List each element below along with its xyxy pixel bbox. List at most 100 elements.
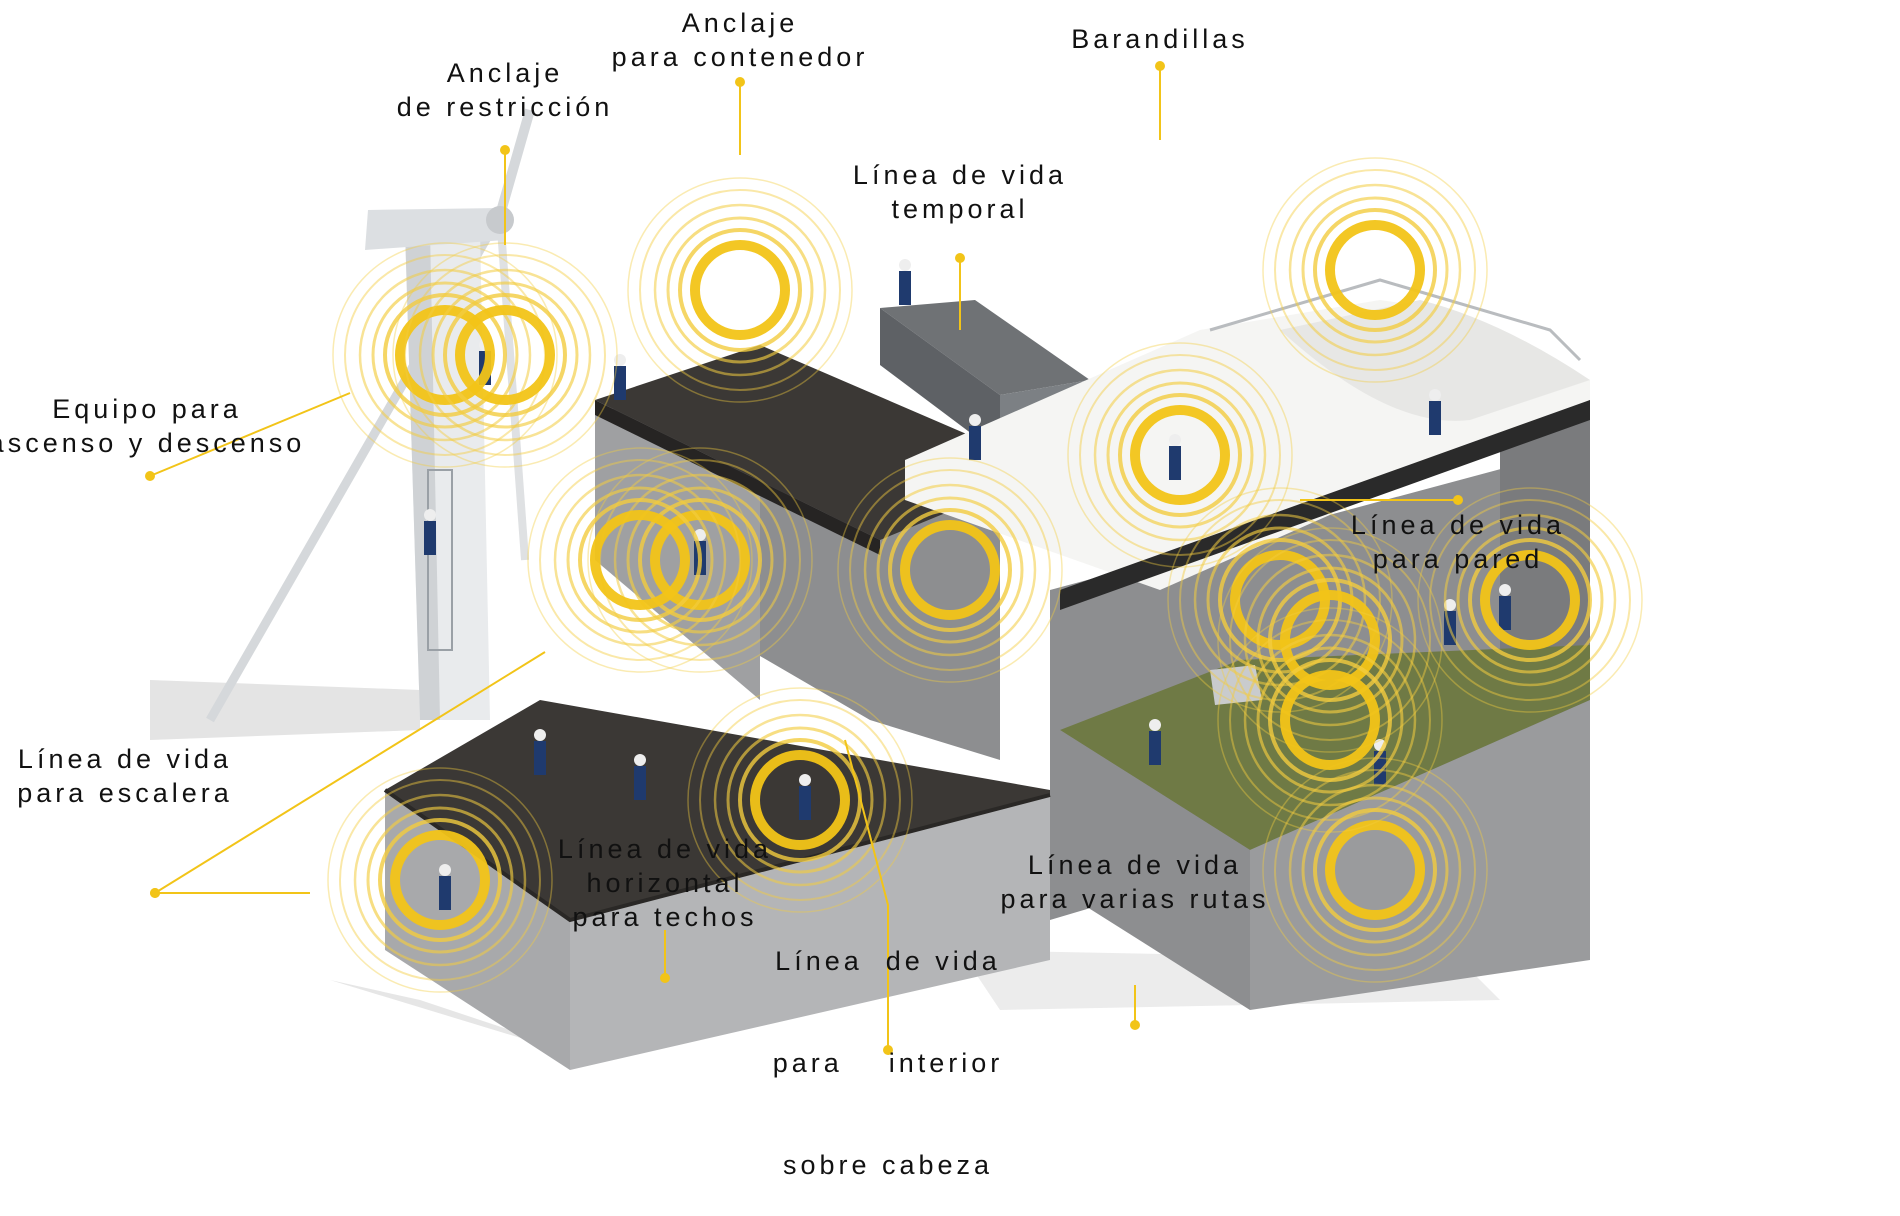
highlight-ring xyxy=(627,177,853,403)
leader-line xyxy=(844,739,889,1050)
highlight-ring xyxy=(1256,646,1404,794)
highlight-ring xyxy=(1079,354,1281,556)
highlight-ring xyxy=(358,268,532,442)
highlight-ring xyxy=(395,305,495,405)
highlight-ring xyxy=(1217,607,1443,833)
leader-dot xyxy=(145,471,155,481)
highlight-ring xyxy=(1456,526,1604,674)
highlight-ring xyxy=(837,457,1063,683)
highlight-ring xyxy=(1229,619,1431,821)
leader-line xyxy=(149,392,351,477)
highlight-ring xyxy=(1179,499,1381,701)
highlight-ring xyxy=(404,254,606,456)
highlight-ring xyxy=(750,750,850,850)
highlight-ring xyxy=(378,818,502,942)
highlight-ring xyxy=(1217,527,1443,753)
highlight-ring xyxy=(418,268,592,442)
highlight-ring xyxy=(626,486,774,634)
highlight-ring xyxy=(699,699,901,901)
highlight-ring xyxy=(613,473,787,647)
highlight-ring xyxy=(1268,578,1392,702)
highlight-ring xyxy=(1106,381,1254,529)
highlight-ring xyxy=(1468,538,1592,662)
label-linea-temporal: Línea de vida temporal xyxy=(852,160,1068,224)
highlight-ring xyxy=(443,293,567,417)
wind-turbine xyxy=(206,108,535,723)
highlight-ring xyxy=(1301,196,1449,344)
highlight-ring xyxy=(1229,539,1431,741)
label-barandillas: Barandillas xyxy=(1071,24,1249,54)
highlight-ring xyxy=(653,203,827,377)
highlight-ring xyxy=(590,510,690,610)
leader-dot xyxy=(660,973,670,983)
highlight-ring xyxy=(1325,220,1425,320)
highlight-ring xyxy=(1274,169,1476,371)
highlight-ring xyxy=(1243,553,1417,727)
highlight-ring xyxy=(1313,808,1437,932)
leader-lines xyxy=(145,61,1463,1055)
highlight-ring xyxy=(1288,783,1462,957)
highlight-ring xyxy=(339,779,541,981)
highlight-ring xyxy=(1288,183,1462,357)
leader-dot xyxy=(1130,1020,1140,1030)
highlight-ring xyxy=(455,305,555,405)
highlight-ring xyxy=(1301,796,1449,944)
highlight-ring xyxy=(371,281,519,429)
label-linea-techos: Línea de vida horizontal para techos xyxy=(557,834,773,932)
highlight-ring xyxy=(1480,550,1580,650)
highlight-ring xyxy=(527,447,753,673)
worker-figures xyxy=(424,259,1511,910)
highlight-ring xyxy=(539,459,741,661)
highlight-ring xyxy=(1313,208,1437,332)
highlight-ring xyxy=(1243,633,1417,807)
highlight-ring xyxy=(713,713,887,887)
highlight-ring xyxy=(666,216,814,364)
highlight-ring xyxy=(876,496,1024,644)
highlight-ring xyxy=(390,830,490,930)
label-linea-escalera: Línea de vida para escalera xyxy=(17,744,233,808)
leader-dot xyxy=(735,77,745,87)
highlight-ring xyxy=(1274,769,1476,971)
highlight-ring xyxy=(327,767,553,993)
highlight-ring xyxy=(888,508,1012,632)
highlight-ring xyxy=(366,806,514,954)
highlight-ring xyxy=(566,486,714,634)
highlight-ring xyxy=(687,687,913,913)
label-equipo-ascenso: Equipo para ascenso y descenso xyxy=(0,394,306,458)
highlight-ring xyxy=(650,510,750,610)
highlight-ring xyxy=(1118,393,1242,517)
highlight-ring xyxy=(1280,590,1380,690)
highlight-ring xyxy=(553,473,727,647)
highlight-ring xyxy=(1262,157,1488,383)
label-linea-rutas: Línea de vida para varias rutas xyxy=(1000,850,1270,914)
highlight-ring xyxy=(1256,566,1404,714)
highlight-ring xyxy=(1417,487,1643,713)
highlight-ring xyxy=(1167,487,1393,713)
highlight-ring xyxy=(1067,342,1293,568)
leader-dot xyxy=(955,253,965,263)
highlight-ring xyxy=(849,469,1051,671)
leader-line xyxy=(154,651,546,894)
building-scene-illustration xyxy=(145,61,1643,1070)
pitched-roof-house xyxy=(383,700,1051,1070)
highlight-ring xyxy=(1280,670,1380,770)
leader-dot xyxy=(150,888,160,898)
leader-dot xyxy=(500,145,510,155)
highlight-ring xyxy=(690,240,790,340)
highlight-ring xyxy=(587,447,813,673)
highlight-ring xyxy=(1130,405,1230,505)
highlight-rings xyxy=(327,157,1643,993)
label-linea-pared: Línea de vida para pared xyxy=(1350,510,1566,574)
highlight-ring xyxy=(1429,499,1631,701)
highlight-ring xyxy=(678,228,802,352)
highlight-ring xyxy=(1443,513,1617,687)
highlight-ring xyxy=(726,726,874,874)
highlight-ring xyxy=(900,520,1000,620)
highlight-ring xyxy=(863,483,1037,657)
highlight-ring xyxy=(1093,368,1267,542)
highlight-ring xyxy=(332,242,558,468)
leader-dot xyxy=(883,1045,893,1055)
ground-shadow xyxy=(150,680,420,740)
highlight-ring xyxy=(639,189,841,391)
label-linea-interior: Línea de vida para interior sobre cabeza xyxy=(772,946,1004,1180)
